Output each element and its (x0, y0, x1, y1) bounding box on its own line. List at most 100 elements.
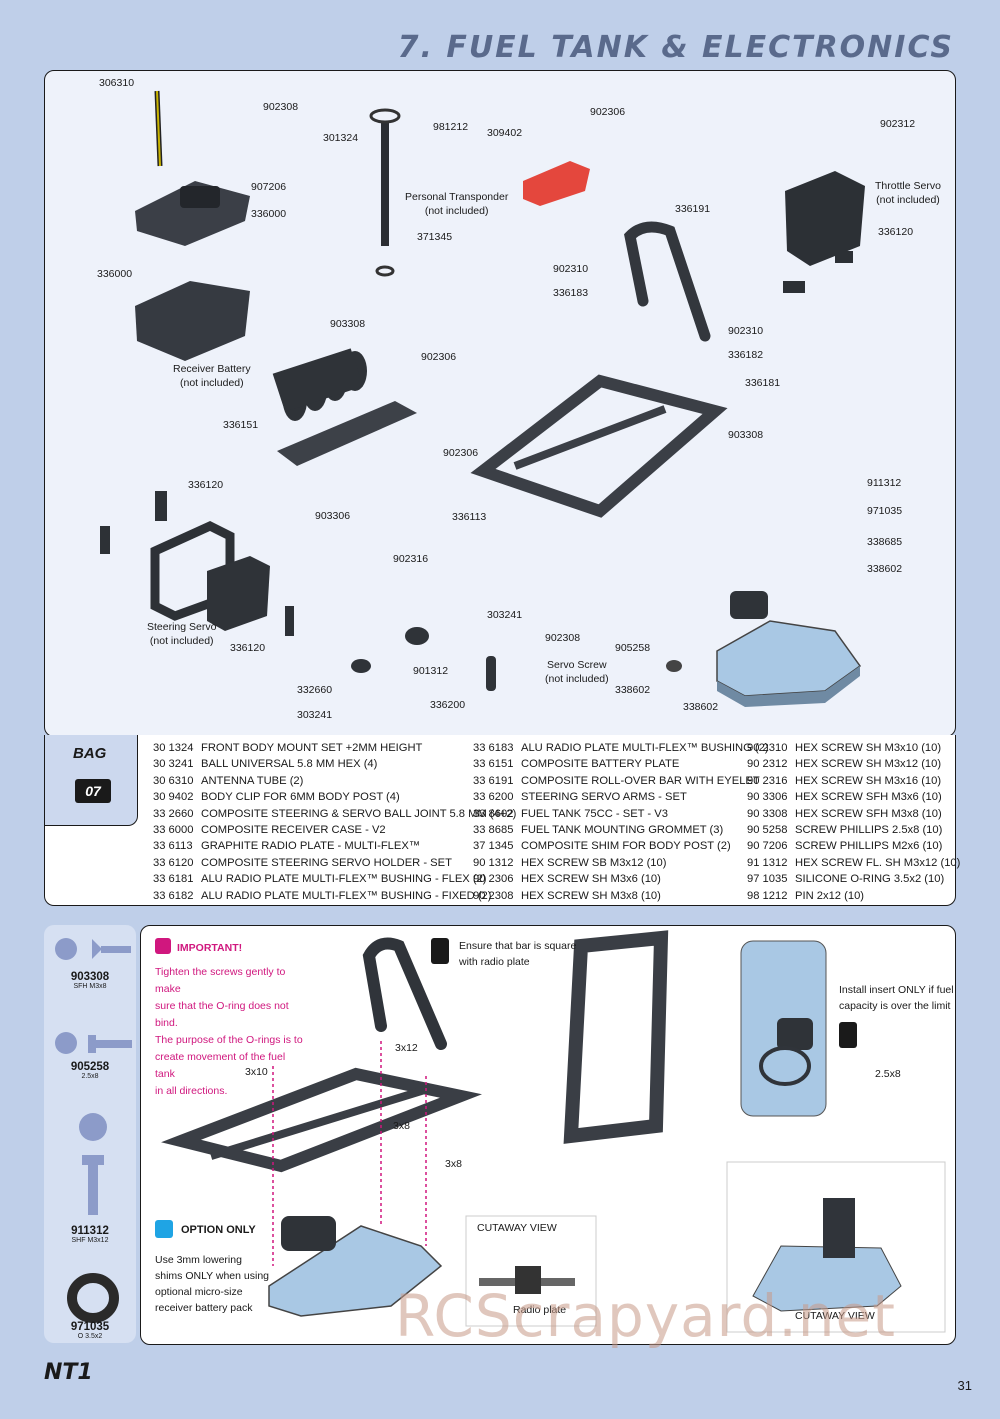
cutaway-title: CUTAWAY VIEW (477, 1222, 557, 1234)
part-description: HEX SCREW SH M3x12 (10) (795, 758, 942, 771)
part-label: 303241 (297, 709, 333, 721)
throttle-servo-note: Throttle Servo(not included) (875, 180, 941, 206)
part-description: SCREW PHILLIPS M2x6 (10) (795, 840, 943, 853)
part-label: 902308 (263, 101, 299, 113)
part-label: 309402 (487, 127, 523, 139)
part-number: 30 1324 (153, 742, 194, 754)
part-description: GRAPHITE RADIO PLATE - MULTI-FLEX™ (201, 840, 421, 853)
part-number: 33 6120 (153, 856, 194, 869)
part-label: 905258 (615, 642, 651, 654)
part-number: 33 6000 (153, 824, 194, 837)
part-label: 907206 (251, 181, 287, 193)
part-label: 902310 (728, 325, 764, 337)
parts-row: 33 6120 COMPOSITE STEERING SERVO HOLDER -… (153, 855, 516, 871)
part-number: 33 6181 (153, 873, 194, 886)
part-label: 336151 (223, 419, 259, 431)
part-description: COMPOSITE BATTERY PLATE (521, 758, 680, 771)
part-description: BODY CLIP FOR 6MM BODY POST (4) (201, 791, 400, 804)
part-description: FUEL TANK 75CC - SET - V3 (521, 807, 668, 820)
part-label: 338602 (867, 563, 903, 575)
part-label: 338685 (867, 536, 903, 548)
part-number: 33 6182 (153, 889, 194, 902)
part-label: 336181 (745, 377, 781, 389)
part-number: 90 2312 (747, 758, 788, 771)
part-description: HEX SCREW SH M3x10 (10) (795, 742, 942, 754)
part-number: 33 6151 (473, 758, 514, 771)
parts-row: 33 6151 COMPOSITE BATTERY PLATE (473, 756, 769, 772)
part-number: 33 6183 (473, 742, 514, 754)
part-description: HEX SCREW SH M3x6 (10) (521, 873, 661, 886)
part-description: HEX SCREW SFH M3x8 (10) (795, 807, 942, 820)
part-number: 90 2308 (473, 889, 514, 902)
assembly-instructions: IMPORTANT! Tighten the screws gently to … (140, 925, 956, 1345)
part-number: 30 9402 (153, 791, 194, 804)
part-number: 90 2310 (747, 742, 788, 754)
part-description: COMPOSITE STEERING SERVO HOLDER - SET (201, 856, 452, 869)
part-description: ANTENNA TUBE (2) (201, 774, 304, 787)
option-title: OPTION ONLY (181, 1224, 256, 1236)
exploded-diagram: 306310 902308 907206 336000 336000 30132… (44, 70, 956, 737)
part-label: 971035 (867, 505, 903, 517)
part-label: 903308 (728, 429, 764, 441)
part-label: 902306 (421, 351, 457, 363)
qty-label: 2.5x8 (875, 1068, 901, 1080)
cutaway-title-2: CUTAWAY VIEW (795, 1310, 875, 1322)
part-number: 33 6200 (473, 791, 514, 804)
part-number: 90 7206 (747, 840, 788, 853)
watermark: RCScrapyard.net (395, 1282, 896, 1350)
part-description: ALU RADIO PLATE MULTI-FLEX™ BUSHING (2) (521, 742, 769, 754)
part-number: 90 3308 (747, 807, 788, 820)
part-number: 90 1312 (473, 856, 514, 869)
parts-row: 33 6183 ALU RADIO PLATE MULTI-FLEX™ BUSHI… (473, 740, 769, 756)
part-description: HEX SCREW SH M3x8 (10) (521, 889, 661, 902)
parts-row: 90 1312 HEX SCREW SB M3x12 (10) (473, 855, 769, 871)
brand-logo: NT1 (44, 1360, 93, 1385)
part-description: ALU RADIO PLATE MULTI-FLEX™ BUSHING - FI… (201, 889, 492, 902)
part-label: 336000 (251, 208, 287, 220)
part-description: STEERING SERVO ARMS - SET (521, 791, 687, 804)
part-number: 33 2660 (153, 807, 194, 820)
page-number: 31 (957, 1378, 972, 1393)
part-number: 33 6191 (473, 774, 514, 787)
part-label: 902306 (590, 106, 626, 118)
parts-row: 30 9402 BODY CLIP FOR 6MM BODY POST (4) (153, 789, 516, 805)
parts-row: 90 3308 HEX SCREW SFH M3x8 (10) (747, 806, 960, 822)
part-description: PIN 2x12 (10) (795, 889, 865, 902)
part-description: HEX SCREW SFH M3x6 (10) (795, 791, 942, 804)
part-number: 90 5258 (747, 824, 788, 837)
part-description: SCREW PHILLIPS 2.5x8 (10) (795, 824, 943, 837)
part-number: 33 6113 (153, 840, 193, 853)
part-number: 37 1345 (473, 840, 514, 853)
parts-row: 33 6200 STEERING SERVO ARMS - SET (473, 789, 769, 805)
part-description: HEX SCREW SB M3x12 (10) (521, 856, 667, 869)
part-label: 902306 (443, 447, 479, 459)
part-number: 33 8685 (473, 824, 514, 837)
page-title: 7. FUEL TANK & ELECTRONICS (397, 30, 954, 65)
parts-row: 90 7206 SCREW PHILLIPS M2x6 (10) (747, 838, 960, 854)
bag-badge: BAG 07 (45, 735, 138, 826)
radio-plate-label: Radio plate (513, 1304, 567, 1316)
part-label: 338602 (683, 701, 719, 713)
part-label: 336113 (452, 511, 487, 523)
part-description: COMPOSITE SHIM FOR BODY POST (2) (521, 840, 731, 853)
part-label: 336182 (728, 349, 764, 361)
part-description: HEX SCREW SH M3x16 (10) (795, 774, 942, 787)
part-label: 902312 (880, 118, 916, 130)
